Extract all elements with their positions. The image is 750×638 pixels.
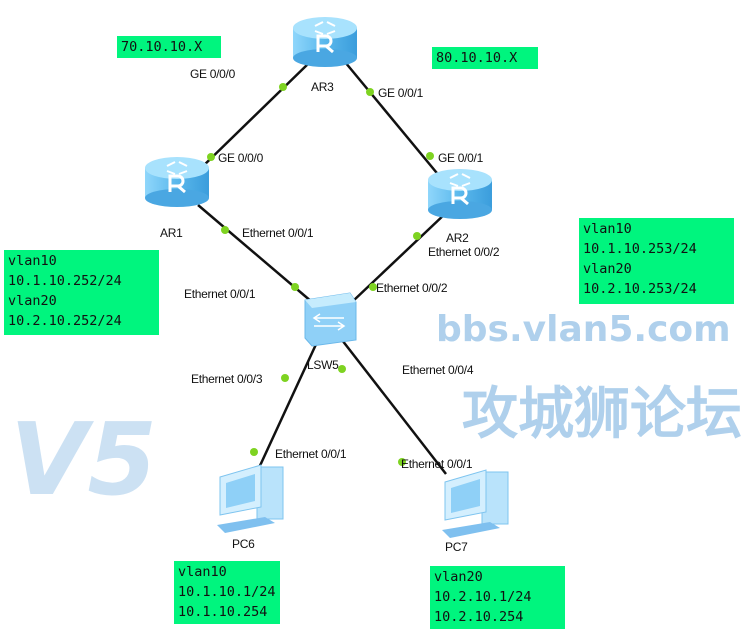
note-line: vlan20: [434, 569, 483, 585]
note-line: 80.10.10.X: [436, 50, 518, 66]
pc7-icon[interactable]: [441, 469, 509, 539]
port-label: Ethernet 0/0/4: [402, 363, 474, 377]
label-ar2: AR2: [446, 231, 469, 245]
note-line: 10.1.10.1/24: [178, 584, 276, 600]
note-line: 10.2.10.253/24: [583, 281, 697, 297]
note-line: 10.2.10.254: [434, 609, 524, 625]
label-pc6: PC6: [232, 537, 255, 551]
note-70-network: 70.10.10.X: [117, 36, 221, 58]
watermark-title: 攻城狮论坛: [462, 382, 742, 447]
pc6-icon[interactable]: [216, 464, 284, 534]
note-line: 70.10.10.X: [121, 39, 203, 55]
note-pc6-ip: vlan10 10.1.10.1/24 10.1.10.254: [174, 561, 280, 624]
note-line: 10.2.10.1/24: [434, 589, 532, 605]
label-ar1: AR1: [160, 226, 183, 240]
port-label: Ethernet 0/0/1: [184, 287, 256, 301]
watermark-logo: V5: [10, 401, 157, 518]
port-dots: [207, 83, 434, 466]
port-label: GE 0/0/1: [378, 86, 424, 100]
router-ar3-icon[interactable]: [291, 15, 359, 69]
label-ar3: AR3: [311, 80, 334, 94]
router-ar2-icon[interactable]: [426, 167, 494, 221]
port-label: GE 0/0/1: [438, 151, 484, 165]
note-line: 10.2.10.252/24: [8, 313, 122, 329]
note-line: vlan10: [178, 564, 227, 580]
port-label: Ethernet 0/0/3: [191, 372, 263, 386]
note-ar2-ip: vlan10 10.1.10.253/24 vlan20 10.2.10.253/24: [579, 218, 734, 304]
port-label: Ethernet 0/0/1: [242, 226, 314, 240]
note-ar1-ip: vlan10 10.1.10.252/24 vlan20 10.2.10.252/24: [4, 250, 159, 335]
watermark-url: bbs.vlan5.com: [436, 309, 731, 350]
note-line: vlan20: [583, 261, 632, 277]
note-line: 10.1.10.253/24: [583, 241, 697, 257]
note-line: 10.1.10.254: [178, 604, 268, 620]
port-label: Ethernet 0/0/1: [275, 447, 347, 461]
note-line: vlan10: [583, 221, 632, 237]
switch-lsw5-icon[interactable]: [304, 292, 357, 347]
note-80-network: 80.10.10.X: [432, 47, 538, 69]
note-line: vlan10: [8, 253, 57, 269]
links: [197, 61, 448, 475]
port-label: Ethernet 0/0/1: [401, 457, 473, 471]
port-label: GE 0/0/0: [190, 67, 236, 81]
router-ar1-icon[interactable]: [143, 155, 211, 209]
note-pc7-ip: vlan20 10.2.10.1/24 10.2.10.254: [430, 566, 565, 629]
note-line: vlan20: [8, 293, 57, 309]
label-pc7: PC7: [445, 540, 468, 554]
note-line: 10.1.10.252/24: [8, 273, 122, 289]
label-lsw5: LSW5: [307, 358, 339, 372]
port-label: Ethernet 0/0/2: [376, 281, 448, 295]
port-label: Ethernet 0/0/2: [428, 245, 500, 259]
port-label: GE 0/0/0: [218, 151, 264, 165]
